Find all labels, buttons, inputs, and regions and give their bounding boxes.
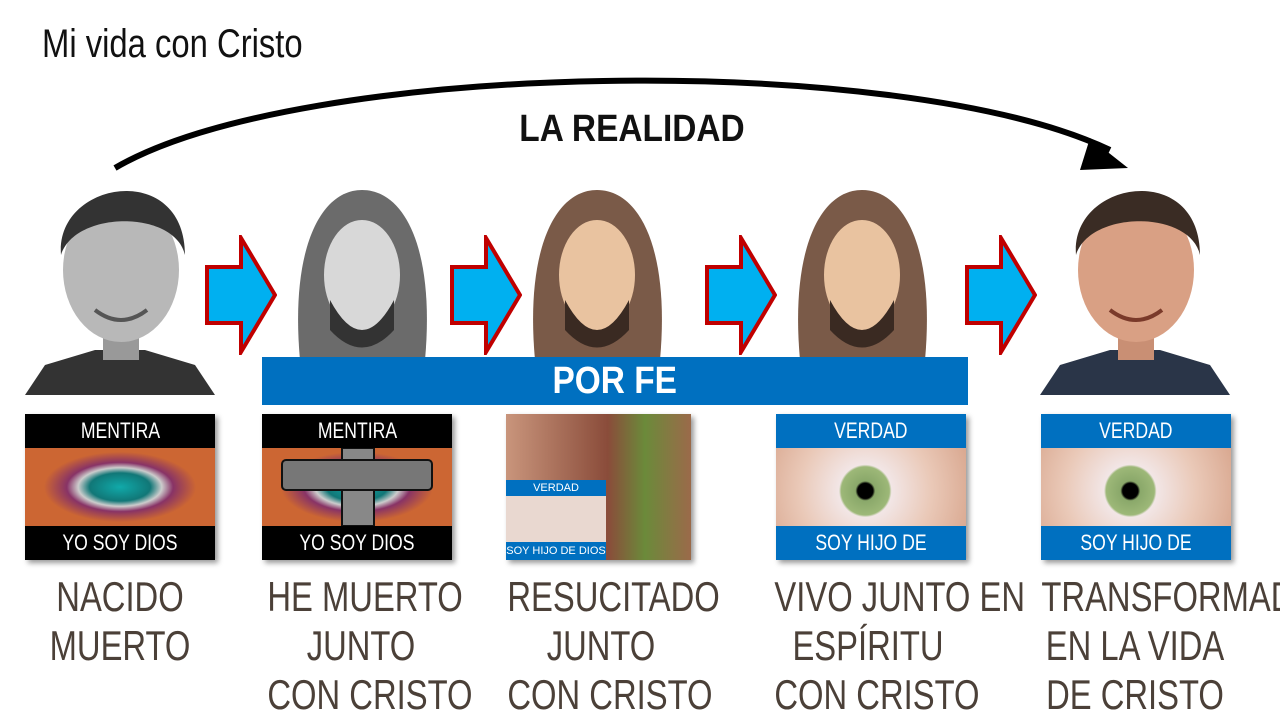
caption-line: RESUCITADO: [507, 573, 720, 620]
caption-line: HE MUERTO: [267, 573, 463, 620]
card-top-label: VERDAD: [834, 418, 908, 443]
inset-eye-image: VERDAD SOY HIJO DE DIOS: [506, 480, 606, 560]
jesus-illustration-gray: [298, 190, 427, 360]
colorful-eye-image: [25, 448, 215, 526]
step-arrow-icon: [705, 235, 777, 355]
step-arrow-icon: [965, 235, 1037, 355]
caption-line: CON CRISTO: [774, 671, 980, 718]
caption-he-muerto: HE MUERTO JUNTO CON CRISTO: [241, 572, 481, 719]
step-arrow-icon: [205, 235, 277, 355]
jesus-illustration-color: [798, 190, 927, 360]
card-bottom-label: SOY HIJO DE DIOS: [815, 530, 927, 555]
card-top-label: VERDAD: [1099, 418, 1173, 443]
card-bottom-label: SOY HIJO DE DIOS: [1080, 530, 1192, 555]
por-fe-label: POR FE: [552, 360, 678, 402]
slide-title: Mi vida con Cristo: [42, 22, 303, 66]
person-photo-color: [1040, 191, 1230, 395]
step-arrow-icon: [450, 235, 522, 355]
green-eye-image: [776, 448, 966, 526]
caption-line: ESPÍRITU: [792, 622, 944, 669]
caption-resucitado: RESUCITADO JUNTO CON CRISTO: [481, 572, 721, 719]
caption-line: CON CRISTO: [267, 671, 473, 718]
card-mentira: MENTIRA YO SOY DIOS: [25, 414, 215, 560]
caption-vivo-junto: VIVO JUNTO EN ESPÍRITU CON CRISTO: [748, 572, 1025, 719]
caption-line: EN LA VIDA: [1045, 622, 1225, 669]
caption-line: NACIDO: [56, 573, 184, 620]
person-photo-grayscale: [25, 191, 215, 395]
card-verdad: VERDAD SOY HIJO DE DIOS: [1041, 414, 1231, 560]
arc-label: LA REALIDAD: [519, 108, 745, 150]
card-mentira-crossed: MENTIRA YO SOY DIOS: [262, 414, 452, 560]
caption-line: DE CRISTO: [1046, 671, 1224, 718]
green-eye-image: [1041, 448, 1231, 526]
card-verdad: VERDAD SOY HIJO DE DIOS: [776, 414, 966, 560]
caption-line: TRANSFORMADO: [1041, 573, 1280, 620]
wooden-cross-icon: [281, 448, 433, 526]
card-top-label: MENTIRA: [317, 418, 397, 443]
caption-line: JUNTO: [306, 622, 416, 669]
card-bottom-label: YO SOY DIOS: [62, 530, 178, 555]
jesus-illustration-color: [533, 190, 662, 360]
por-fe-bar: POR FE: [262, 357, 968, 405]
caption-line: CON CRISTO: [507, 671, 713, 718]
card-top-label: VERDAD: [506, 480, 606, 496]
card-painting-verdad: VERDAD SOY HIJO DE DIOS: [506, 414, 691, 560]
card-top-label: MENTIRA: [80, 418, 160, 443]
caption-line: JUNTO: [546, 622, 656, 669]
card-bottom-label: SOY HIJO DE DIOS: [506, 542, 606, 560]
caption-line: MUERTO: [49, 622, 191, 669]
caption-transformado: TRANSFORMADO EN LA VIDA DE CRISTO: [1015, 572, 1280, 719]
caption-nacido-muerto: NACIDO MUERTO: [0, 572, 240, 670]
card-bottom-label: YO SOY DIOS: [299, 530, 415, 555]
caption-line: VIVO JUNTO EN: [774, 573, 1025, 620]
